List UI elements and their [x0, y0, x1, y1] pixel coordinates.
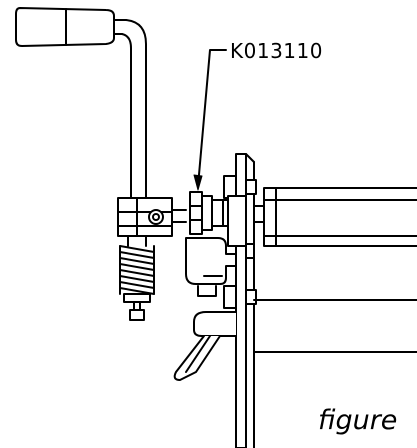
foot-pedal [173, 311, 237, 381]
clamp-block [117, 197, 187, 237]
figure-caption: figure [318, 405, 398, 436]
actuator-cylinder [253, 187, 417, 353]
compression-spring [119, 235, 155, 321]
bracket [185, 237, 241, 297]
pin-fitting [189, 191, 235, 235]
callout-leader [193, 49, 227, 191]
lever-handle [15, 7, 127, 47]
lever-rod [121, 19, 147, 199]
part-number-label: K013110 [230, 39, 323, 63]
mounting-plate [223, 153, 257, 448]
